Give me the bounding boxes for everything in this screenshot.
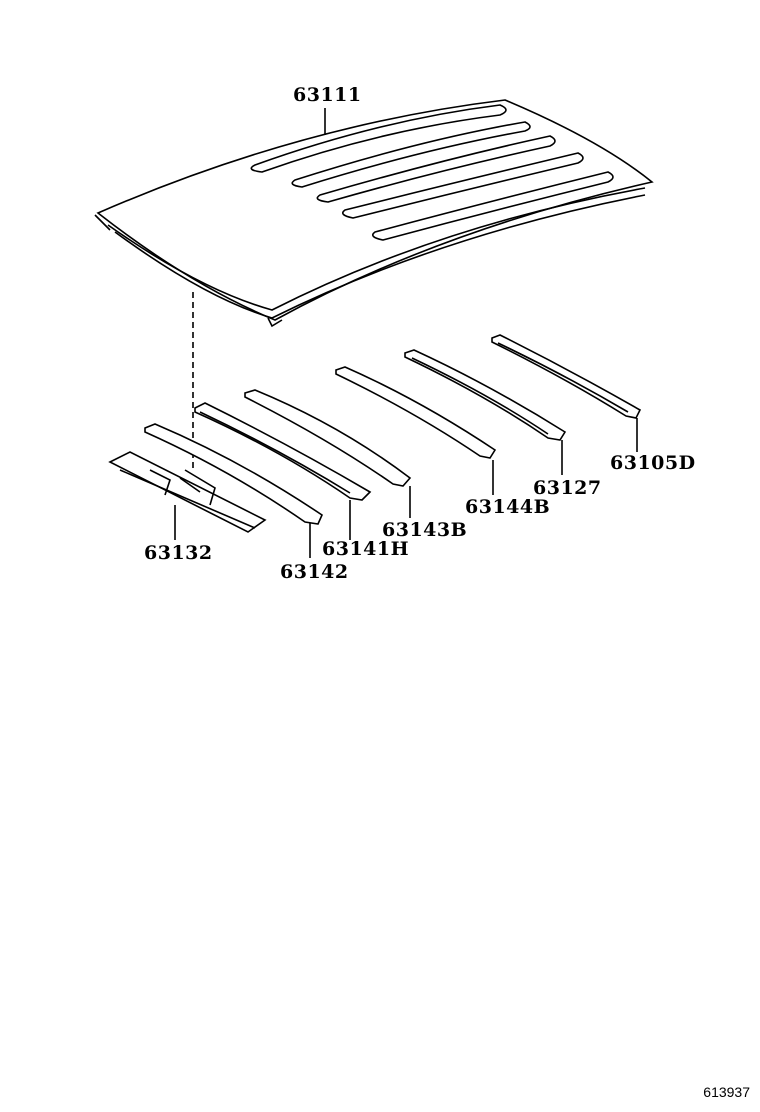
part-label-63144b: 63144B	[465, 496, 551, 518]
part-label-63142: 63142	[280, 561, 349, 583]
part-label-63127: 63127	[533, 477, 602, 499]
bows-drawing	[144, 334, 642, 525]
part-label-63143b: 63143B	[382, 519, 468, 541]
bracket-drawing	[108, 451, 267, 533]
part-label-63105d: 63105D	[610, 452, 696, 474]
part-label-63132: 63132	[144, 542, 213, 564]
part-label-63111: 63111	[293, 84, 362, 106]
roof-panel-drawing	[94, 99, 654, 328]
part-label-63141h: 63141H	[322, 538, 410, 560]
diagram-code: 613937	[703, 1084, 750, 1100]
